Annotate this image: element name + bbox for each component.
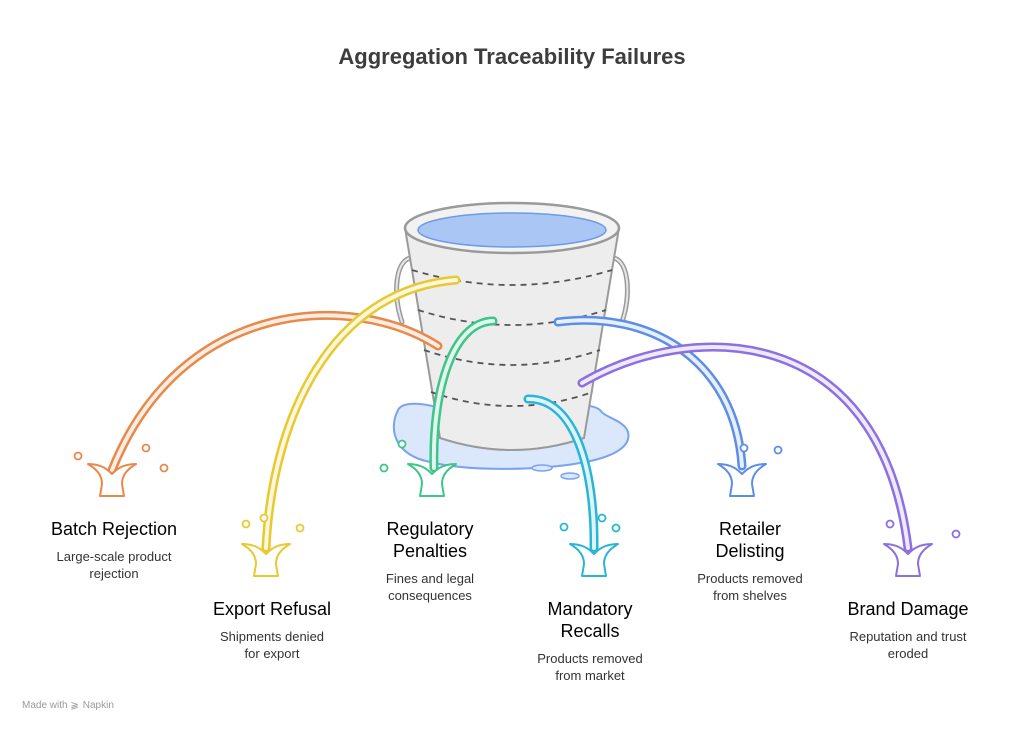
made-with-label: Made with — [22, 700, 68, 711]
outcome-heading: Mandatory Recalls — [547, 599, 633, 641]
outcome-batch-rejection: Batch Rejection Large-scale product reje… — [14, 518, 214, 582]
water-stream-6 — [577, 342, 961, 577]
napkin-logo-icon: ⫺ — [70, 700, 79, 711]
outcome-regulatory-penalties: Regulatory Penalties Fines and legal con… — [330, 518, 530, 604]
outcome-heading: Retailer Delisting — [715, 519, 785, 561]
outcome-heading: Export Refusal — [212, 599, 332, 619]
made-with-footer: Made with ⫺Napkin — [22, 700, 114, 711]
napkin-brand-label: Napkin — [82, 700, 114, 711]
water-stream-3 — [379, 316, 498, 497]
splash-icon — [569, 543, 619, 577]
splash-icon — [241, 543, 291, 577]
outcome-heading: Regulatory Penalties — [386, 519, 474, 561]
water-stream-1 — [73, 311, 443, 497]
water-stream-2 — [241, 275, 461, 577]
outcome-mandatory-recalls: Mandatory Recalls Products removed from … — [490, 598, 690, 684]
splash-icon — [87, 463, 137, 497]
outcome-description: Shipments denied for export — [219, 629, 325, 661]
outcome-description: Products removed from market — [537, 651, 643, 683]
outcome-heading: Brand Damage — [847, 599, 969, 619]
outcome-description: Products removed from shelves — [697, 571, 803, 603]
water-stream-4 — [523, 394, 621, 577]
outcome-export-refusal: Export Refusal Shipments denied for expo… — [172, 598, 372, 662]
outcome-description: Fines and legal consequences — [385, 571, 475, 603]
splash-icon — [407, 463, 457, 497]
outcome-brand-damage: Brand Damage Reputation and trust eroded — [808, 598, 1008, 662]
diagram-title: Aggregation Traceability Failures — [338, 44, 686, 69]
outcome-description: Reputation and trust eroded — [849, 629, 967, 661]
outcome-description: Large-scale product rejection — [56, 549, 172, 581]
splash-icon — [883, 543, 933, 577]
splash-icon — [717, 463, 767, 497]
outcome-retailer-delisting: Retailer Delisting Products removed from… — [650, 518, 850, 604]
outcome-heading: Batch Rejection — [50, 519, 178, 539]
